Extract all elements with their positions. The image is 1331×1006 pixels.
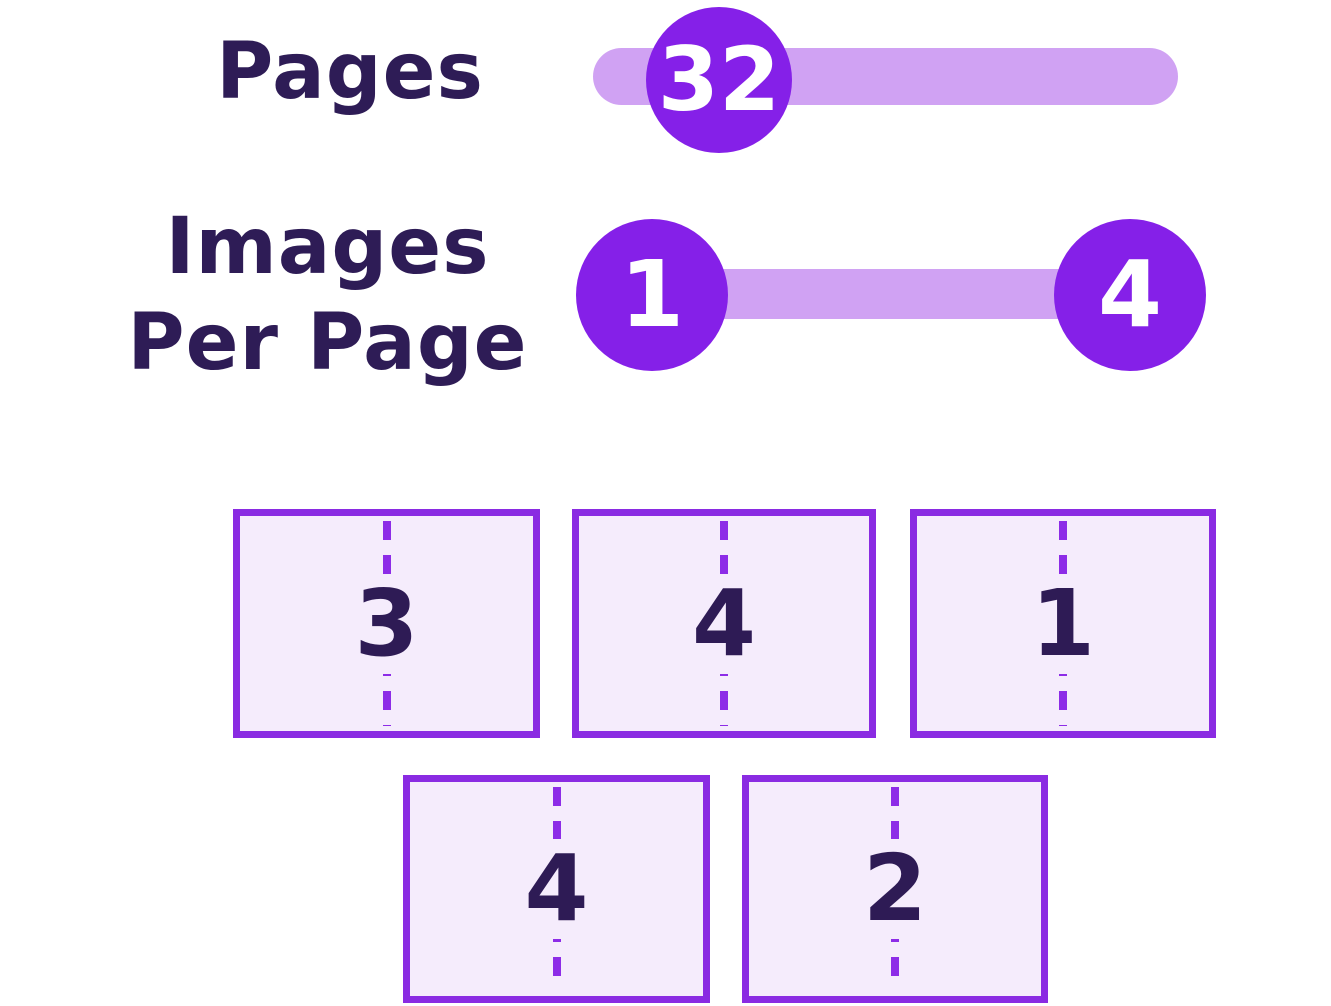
images-slider-min-handle[interactable]: 1: [576, 219, 728, 371]
card-number: 2: [848, 839, 941, 939]
page-card: 4: [572, 509, 876, 738]
images-slider-max-handle[interactable]: 4: [1054, 219, 1206, 371]
images-slider-min-value: 1: [619, 241, 684, 348]
page-card: 2: [742, 775, 1048, 1003]
card-number: 4: [677, 573, 770, 674]
images-per-page-label-line2: Per Page: [127, 298, 528, 388]
images-per-page-label-line1: Images: [165, 202, 490, 292]
pages-label: Pages: [216, 27, 484, 117]
pages-slider-value: 32: [657, 28, 781, 131]
page-card: 3: [233, 509, 540, 738]
card-number: 3: [340, 573, 433, 674]
pages-slider-handle[interactable]: 32: [646, 7, 792, 153]
page-card: 1: [910, 509, 1216, 738]
images-slider-max-value: 4: [1097, 241, 1162, 348]
card-number: 4: [510, 839, 603, 939]
card-number: 1: [1016, 573, 1109, 674]
images-slider-track[interactable]: [652, 269, 1130, 319]
page-card: 4: [403, 775, 710, 1003]
images-per-page-label: Images Per Page: [100, 199, 555, 391]
